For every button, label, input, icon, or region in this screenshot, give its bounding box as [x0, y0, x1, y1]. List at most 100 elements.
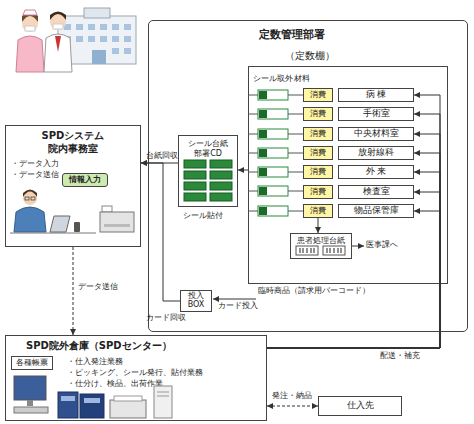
material-item: [259, 149, 267, 157]
spd-office-box: SPDシステム院内事務室・データ入力・データ送信情報入力: [5, 125, 141, 247]
edge-label: 配送・補充: [380, 352, 420, 361]
material-item: [248, 90, 303, 216]
flow-arrow: [141, 163, 178, 164]
department-box: 物品保管庫: [338, 204, 414, 218]
flow-arrow: [267, 114, 440, 348]
department-box: 手術室: [338, 107, 414, 121]
node-text: ・データ送信: [11, 170, 59, 179]
node-text: 院内事務室: [6, 143, 140, 155]
hospital-building: [112, 48, 119, 54]
office-worker: [23, 190, 37, 198]
department-box: 外 来: [338, 165, 414, 179]
hospital-building: [124, 36, 131, 42]
material-item: [248, 211, 258, 212]
warehouse-equipment: [14, 407, 48, 413]
node-text: ・ピッキング、シール発行、貼付業務: [67, 368, 203, 377]
warehouse-equipment: [14, 376, 46, 400]
hospital-building: [112, 24, 119, 30]
barcode-sticker: [307, 248, 308, 253]
hospital-building: [92, 50, 106, 64]
material-item: [259, 168, 267, 176]
barcode-sticker: [296, 246, 318, 255]
edge-label: 発注・納品: [272, 392, 312, 401]
barcode-sticker: [341, 248, 342, 253]
material-item: [258, 167, 288, 177]
flow-arrow: [213, 246, 364, 299]
department-box: 放射線科: [338, 146, 414, 160]
sticker-grid: [210, 171, 232, 179]
flow-arrow: [213, 299, 256, 300]
office-worker: [10, 233, 96, 234]
flow-arrow: [267, 134, 440, 348]
barcode-sticker: [311, 248, 312, 253]
material-item: [288, 95, 303, 96]
material-item: [288, 153, 303, 154]
node-text: ・データ入力: [11, 159, 59, 168]
flow-arrow: [267, 95, 440, 348]
node-text: 定数管理部署: [259, 29, 325, 42]
warehouse-equipment: [110, 400, 146, 418]
node-text: 消費: [310, 168, 326, 177]
material-item: [248, 172, 258, 173]
printer-icon: [104, 224, 130, 227]
patient-sheet-box: 患者処理台紙: [290, 233, 352, 259]
nurse-figure: [25, 26, 35, 31]
edge-label: データ送信: [78, 283, 118, 292]
material-item: [258, 109, 288, 119]
flow-arrow: [141, 163, 180, 301]
hospital-building: [76, 36, 83, 42]
node-text: 消費: [310, 110, 326, 119]
node-text: 部署CD: [179, 149, 237, 158]
hospital-building: [58, 16, 136, 64]
flow-arrow: [267, 211, 440, 348]
material-item: [248, 134, 258, 135]
dashed-arrow: [267, 406, 318, 407]
material-item: [258, 148, 288, 158]
doctor-figure: [44, 34, 72, 72]
doctor-figure: [53, 24, 63, 29]
hospital-building: [100, 36, 107, 42]
card-box: 投入BOX: [180, 290, 212, 312]
node-text: 中央材料室: [354, 129, 399, 139]
office-worker: [31, 197, 35, 200]
node-text: 物品保管庫: [354, 206, 399, 216]
node-text: 検査室: [363, 187, 390, 197]
nurse-figure: [16, 10, 44, 72]
node-text: （定数棚）: [285, 50, 335, 62]
warehouse-equipment: [154, 386, 172, 418]
consume-tag: 消費: [303, 165, 333, 179]
material-item: [248, 114, 258, 115]
flow-arrow: [238, 170, 248, 171]
office-worker: [23, 191, 37, 205]
warehouse-equipment: [80, 394, 104, 418]
hospital-building: [88, 24, 95, 30]
hospital-building: [84, 8, 110, 18]
hospital-building: [76, 24, 83, 30]
doctor-figure: [50, 14, 66, 30]
sticker-grid: [184, 193, 206, 201]
warehouse-equipment: [58, 392, 78, 418]
sticker-grid: [210, 160, 232, 168]
office-worker: [14, 207, 46, 232]
barcode-sticker: [327, 248, 328, 253]
input-callout: 情報入力: [62, 173, 108, 187]
supplier-box: 仕入先: [318, 396, 402, 416]
node-text: 情報入力: [69, 176, 101, 185]
flow-arrow: [267, 172, 440, 348]
warehouse-equipment: [14, 376, 172, 418]
material-item: [258, 206, 288, 216]
hospital-building: [58, 8, 136, 64]
material-item: [259, 91, 267, 99]
barcode-sticker: [330, 248, 331, 253]
node-text: シール台紙: [179, 139, 237, 148]
node-text: 消費: [310, 91, 326, 100]
office-worker: [25, 197, 29, 200]
node-text: 消費: [310, 188, 326, 197]
department-box: 中央材料室: [338, 127, 414, 141]
node-text: ・仕入発注業務: [67, 357, 123, 366]
node-text: 各種帳票: [16, 359, 48, 368]
material-item: [259, 207, 267, 215]
barcode-sticker: [300, 248, 301, 253]
hospital-building: [64, 36, 71, 42]
consume-tag: 消費: [303, 127, 333, 141]
